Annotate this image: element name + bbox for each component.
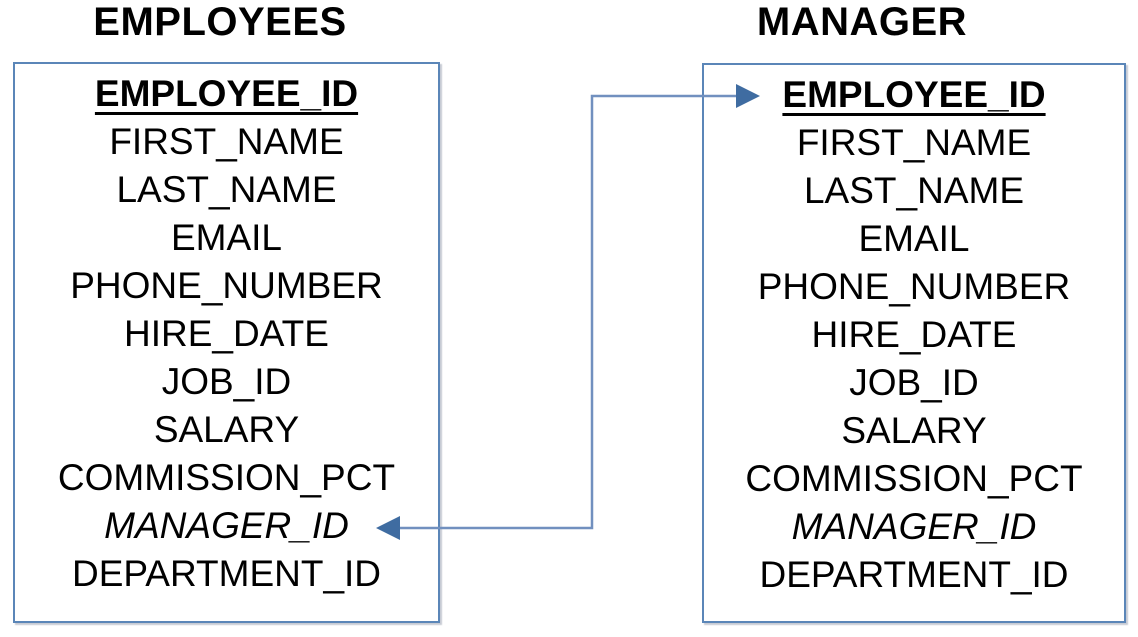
field-employees-hire_date: HIRE_DATE: [124, 313, 329, 354]
field-manager-commission_pct: COMMISSION_PCT: [745, 458, 1083, 499]
field-manager-last_name: LAST_NAME: [803, 170, 1024, 211]
field-employees-email: EMAIL: [170, 217, 283, 258]
field-manager-phone_number: PHONE_NUMBER: [757, 266, 1071, 307]
field-manager-salary: SALARY: [841, 410, 987, 451]
field-manager-hire_date: HIRE_DATE: [811, 314, 1017, 355]
field-manager-department_id: DEPARTMENT_ID: [759, 554, 1069, 595]
table-box-employees: EMPLOYEE_ID FIRST_NAME LAST_NAME EMAIL PHONE…: [13, 62, 440, 623]
field-employees-employee_id: EMPLOYEE_ID: [94, 73, 359, 114]
table-title-manager: MANAGER: [756, 0, 968, 44]
table-title-employees: EMPLOYEES: [93, 0, 347, 44]
field-manager-job_id: JOB_ID: [849, 362, 979, 403]
field-manager-employee_id: EMPLOYEE_ID: [782, 74, 1046, 115]
field-employees-last_name: LAST_NAME: [116, 169, 337, 210]
field-employees-phone_number: PHONE_NUMBER: [70, 265, 383, 306]
field-manager-manager_id: MANAGER_ID: [791, 506, 1037, 547]
field-employees-salary: SALARY: [153, 409, 300, 450]
table-box-manager: EMPLOYEE_ID FIRST_NAME LAST_NAME EMAIL PHONE…: [702, 63, 1126, 623]
field-employees-department_id: DEPARTMENT_ID: [71, 553, 382, 594]
field-manager-first_name: FIRST_NAME: [796, 122, 1032, 163]
field-employees-manager_id: MANAGER_ID: [104, 505, 349, 546]
field-employees-job_id: JOB_ID: [161, 361, 292, 402]
field-employees-commission_pct: COMMISSION_PCT: [57, 457, 396, 498]
field-employees-first_name: FIRST_NAME: [109, 121, 344, 162]
field-manager-email: EMAIL: [858, 218, 970, 259]
connector-line: [398, 94, 740, 530]
